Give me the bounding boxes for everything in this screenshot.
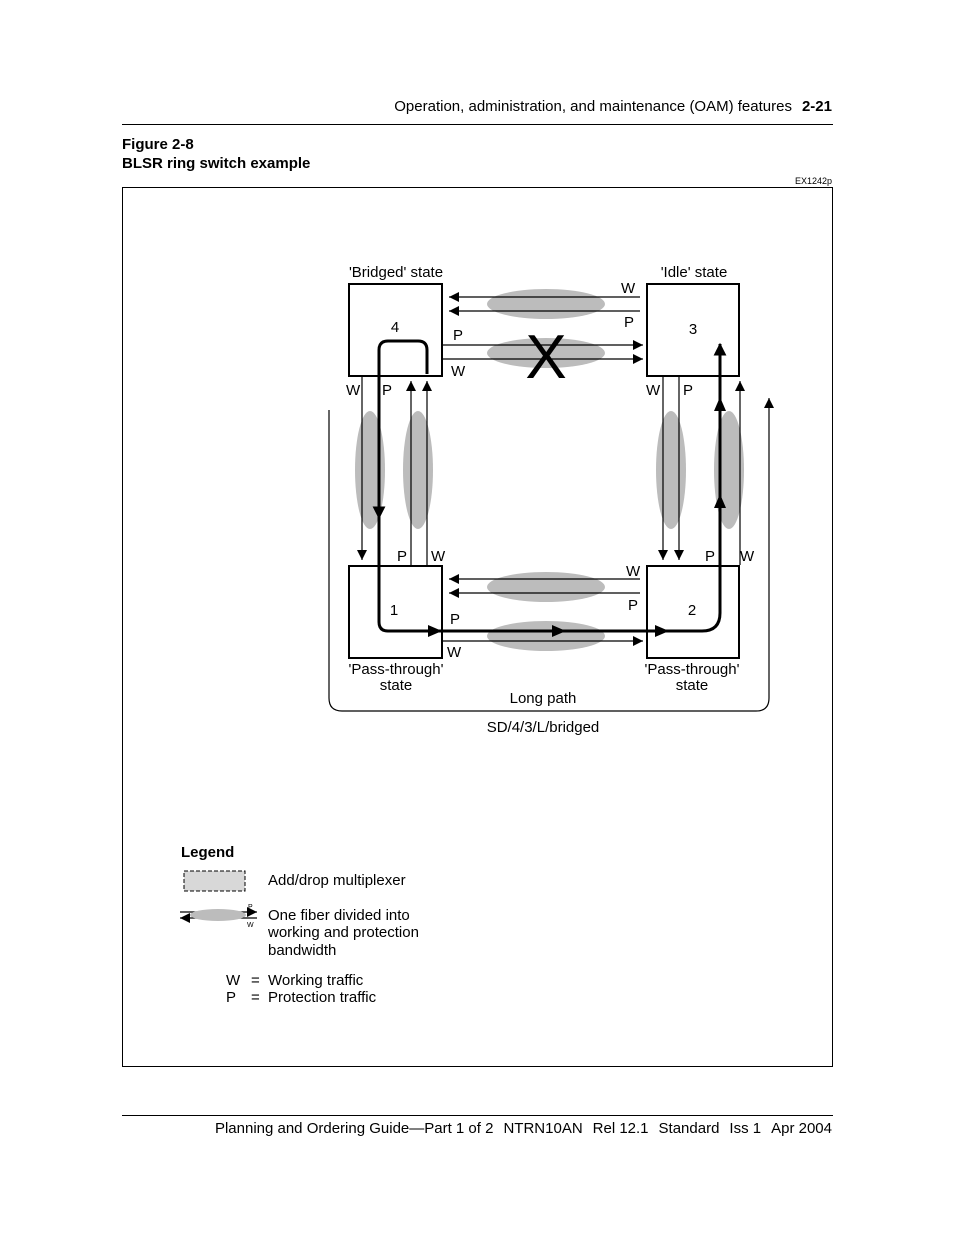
node-2-box: [646, 565, 740, 659]
bold-arrow-right-up: [714, 494, 726, 508]
legend-fiber-label-3: bandwidth: [268, 942, 336, 959]
legend-fiber-w: W: [247, 922, 254, 929]
path-identifier: SD/4/3/L/bridged: [487, 719, 600, 736]
node-4-box: [348, 283, 443, 377]
ring-switch-path-bottom: [377, 342, 727, 633]
label-w: W: [346, 382, 361, 399]
node-2-number: 2: [688, 602, 696, 619]
fiber-break-mark: X: [525, 323, 566, 392]
ring-switch-path: [372, 339, 429, 520]
node-3-number: 3: [689, 321, 697, 338]
label-w: W: [621, 280, 636, 297]
legend-w-desc: Working traffic: [268, 972, 364, 989]
legend-adm-label: Add/drop multiplexer: [268, 872, 406, 889]
node-4-number: 4: [391, 319, 399, 336]
figure-number: Figure 2-8: [122, 136, 194, 153]
label-p: P: [628, 597, 638, 614]
label-p: P: [683, 382, 693, 399]
footer-status: Standard: [658, 1120, 720, 1137]
node-1-number: 1: [390, 602, 398, 619]
label-w: W: [646, 382, 661, 399]
node-4-state-label: 'Bridged' state: [349, 264, 443, 281]
node-1-state-label-line2: state: [380, 677, 413, 694]
page-number: 2-21: [801, 98, 832, 115]
bold-arrow-bottom-3: [655, 625, 669, 637]
running-footer: Planning and Ordering Guide—Part 1 of 2 N…: [205, 1120, 832, 1137]
label-w: W: [431, 548, 446, 565]
legend-p-desc: Protection traffic: [268, 989, 377, 1006]
section-title: Operation, administration, and maintenan…: [394, 98, 792, 115]
fiber-ellipse-top-upper: [487, 289, 605, 319]
running-header: Operation, administration, and maintenan…: [394, 98, 832, 115]
legend-w-key: W: [226, 972, 241, 989]
label-w: W: [451, 363, 466, 380]
fiber-ellipse-bottom-upper: [487, 572, 605, 602]
footer-rule: [122, 1115, 833, 1116]
footer-doc-number: NTRN10AN: [503, 1120, 583, 1137]
footer-date: Apr 2004: [771, 1120, 832, 1137]
node-1-state-label-line1: 'Pass-through': [349, 661, 444, 678]
node-1-box: [348, 565, 443, 659]
node-3-state-label: 'Idle' state: [661, 264, 728, 281]
label-w: W: [626, 563, 641, 580]
footer-issue: Iss 1: [729, 1120, 762, 1137]
node-3-box: [646, 283, 740, 377]
label-p: P: [397, 548, 407, 565]
legend-fiber-label-2: working and protection: [267, 924, 419, 941]
label-w: W: [740, 548, 755, 565]
footer-guide: Planning and Ordering Guide—Part 1 of 2: [214, 1120, 494, 1137]
figure-code: EX1242p: [794, 176, 832, 186]
long-path-loop: [328, 398, 774, 712]
legend-p-eq: =: [251, 989, 260, 1006]
fiber-ellipse-bottom-lower: [487, 621, 605, 651]
long-path-label: Long path: [510, 690, 577, 707]
legend-fiber-symbol: [180, 907, 257, 923]
label-p: P: [453, 327, 463, 344]
bold-arrow-bottom-1: [428, 625, 442, 637]
label-p: P: [705, 548, 715, 565]
label-p: P: [624, 314, 634, 331]
legend-title: Legend: [181, 844, 234, 861]
legend-fiber-p: P: [248, 904, 253, 911]
node-2-state-label-line1: 'Pass-through': [645, 661, 740, 678]
label-w: W: [447, 644, 462, 661]
bold-arrow-right-up-2: [714, 397, 726, 411]
legend-w-eq: =: [251, 972, 260, 989]
figure-title: BLSR ring switch example: [122, 155, 311, 172]
header-rule: [122, 124, 833, 125]
legend-p-key: P: [226, 989, 236, 1006]
figure-frame: [122, 187, 833, 1067]
bold-arrow-bottom-2: [552, 625, 566, 637]
label-p: P: [382, 382, 392, 399]
label-p: P: [450, 611, 460, 628]
fiber-ellipse-left-inner: [403, 411, 433, 529]
node-2-state-label-line2: state: [676, 677, 709, 694]
fiber-ellipse-right-inner: [656, 411, 686, 529]
legend-adm-symbol: [183, 870, 246, 892]
footer-release: Rel 12.1: [592, 1120, 649, 1137]
legend-fiber-label-1: One fiber divided into: [268, 907, 410, 924]
